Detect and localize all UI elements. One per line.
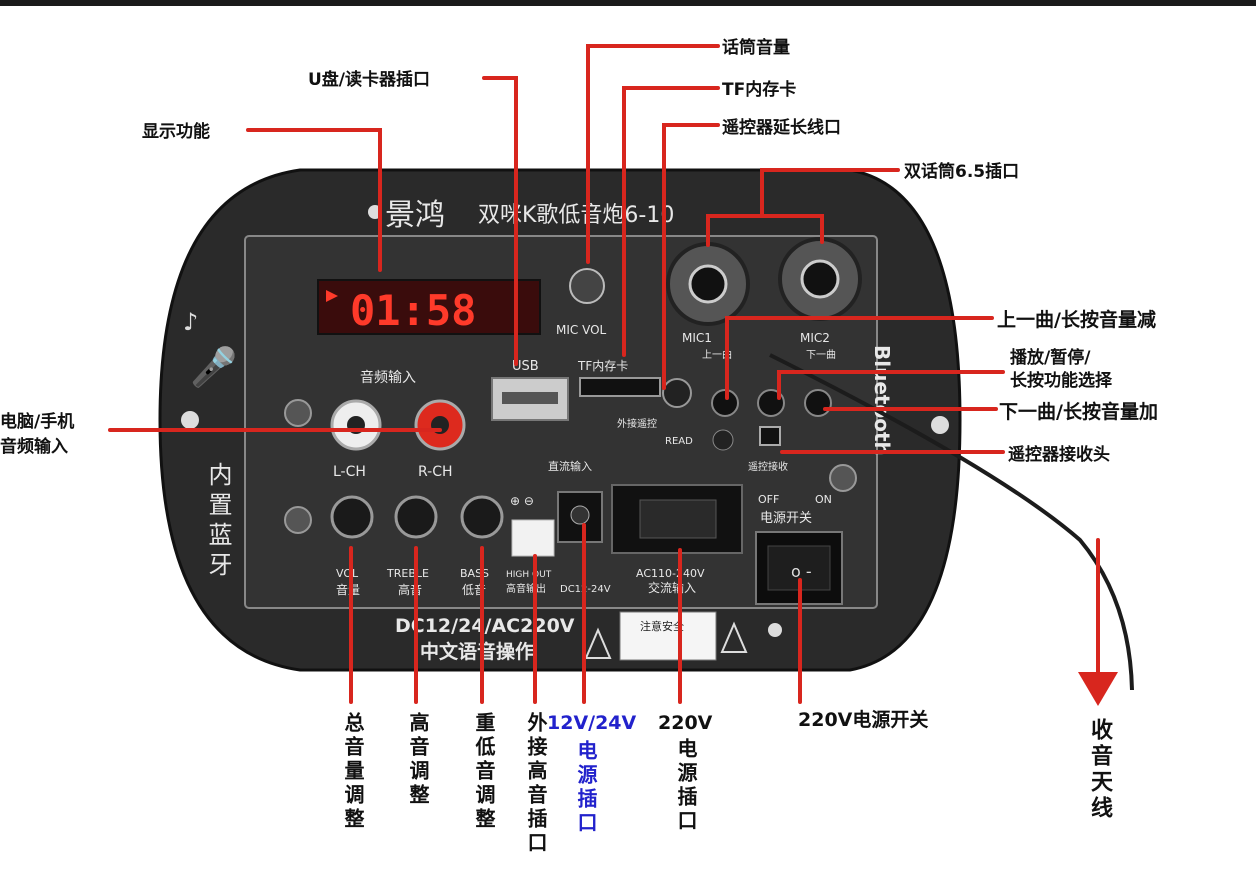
voltage-label: DC12/24/AC220V <box>395 615 575 637</box>
microphone-icon: 🎤 <box>190 344 237 389</box>
rch-label: R-CH <box>418 464 453 480</box>
callout-dual-mic: 双话筒6.5插口 <box>904 162 1020 182</box>
display-readout: 01:58 <box>350 286 476 335</box>
callout-pc-line2: 音频输入 <box>0 437 68 457</box>
prev-cn-label: 上一曲 <box>702 349 732 361</box>
antenna-wire <box>769 353 1134 691</box>
dc-input-label: 直流输入 <box>548 459 592 473</box>
callout-bass-adj: 重低音调整 <box>472 712 496 832</box>
high-out-label: HIGH OUT <box>506 570 552 580</box>
usb-port-inner <box>502 392 558 404</box>
screw-icon <box>284 506 312 534</box>
rocker-marks-icon: o - <box>791 562 812 581</box>
warning-triangle-icon <box>584 627 612 659</box>
callout-display: 显示功能 <box>142 122 210 142</box>
callout-switch: 220V电源开关 <box>798 709 929 731</box>
callout-antenna: 收音天线 <box>1087 718 1112 822</box>
tf-card-slot[interactable] <box>579 377 661 397</box>
builtin-bt-label: 内置蓝牙 <box>204 462 232 582</box>
usb-label: USB <box>512 359 539 374</box>
tf-slot-label: TF内存卡 <box>577 359 628 373</box>
total-volume-knob[interactable] <box>330 495 374 539</box>
mic2-jack-hole-icon <box>800 259 840 299</box>
treble-cn-label: 高音 <box>398 582 422 597</box>
lch-label: L-CH <box>333 464 366 480</box>
callout-treble-adj: 高音调整 <box>406 712 430 808</box>
callout-dc-power-title: 12V/24V <box>547 712 637 734</box>
mic1-label: MIC1 <box>682 331 712 345</box>
vol-label: VOL <box>336 567 359 580</box>
callout-dc-power-sub: 电源插口 <box>574 740 598 836</box>
screw-icon <box>829 464 857 492</box>
callout-lines <box>108 44 1100 704</box>
voice-label: 中文语音操作 <box>420 640 534 663</box>
screw-icon <box>284 399 312 427</box>
audio-input-label: 音频输入 <box>360 369 416 386</box>
dc-socket-pin-icon <box>570 505 590 525</box>
callout-remote-ext: 遥控器延长线口 <box>722 118 841 138</box>
arrow-down-icon <box>1078 672 1118 706</box>
on-label: ON <box>815 493 832 506</box>
bass-label: BASS <box>460 567 489 580</box>
mic-vol-label: MIC VOL <box>556 323 607 337</box>
read-jack[interactable] <box>712 429 734 451</box>
remote-rx-label: 遥控接收 <box>748 460 788 473</box>
callout-remote-rx: 遥控器接收头 <box>1008 445 1110 465</box>
callout-total-vol: 总音量调整 <box>341 712 365 832</box>
read-label: READ <box>665 436 693 447</box>
callout-prev: 上一曲/长按音量减 <box>997 309 1156 331</box>
ac-input-label: 交流输入 <box>648 580 696 595</box>
board-model: 双咪K歌低音炮6-10 <box>478 203 674 228</box>
high-out-cn-label: 高音输出 <box>506 582 546 595</box>
led-display <box>317 279 541 335</box>
warning-triangle-icon <box>720 621 748 653</box>
callout-play-line2: 长按功能选择 <box>1010 371 1112 391</box>
bluetooth-label: Bluetooth <box>870 345 894 456</box>
treble-label: TREBLE <box>386 567 429 580</box>
callout-tf-card: TF内存卡 <box>722 80 797 100</box>
music-note-icon: ♪ <box>183 308 198 336</box>
off-label: OFF <box>758 493 779 506</box>
remote-extension-jack[interactable] <box>662 378 692 408</box>
mount-hole-icon <box>931 416 949 434</box>
caution-label: 注意安全 <box>640 619 684 633</box>
callout-ac-power-head: 220V <box>658 712 713 734</box>
next-track-button[interactable] <box>804 389 832 417</box>
mount-hole-icon <box>768 623 782 637</box>
high-out-connector[interactable] <box>511 519 555 557</box>
callout-mic-volume: 话筒音量 <box>722 38 790 58</box>
bass-knob[interactable] <box>460 495 504 539</box>
ac-range-label: AC110-240V <box>636 567 705 580</box>
callout-pc-line1: 电脑/手机 <box>0 412 75 432</box>
caution-box <box>619 611 717 661</box>
callout-ac-power-tail: 电源插口 <box>674 738 698 834</box>
play-indicator-icon <box>326 290 338 302</box>
power-switch-label: 电源开关 <box>760 511 812 526</box>
remote-receiver <box>759 426 781 446</box>
next-cn-label: 下一曲 <box>806 349 836 361</box>
vol-cn-label: 音量 <box>336 582 360 597</box>
callout-ext-treble: 外接高音插口 <box>524 712 548 856</box>
dc-polarity-icon: ⊕ ⊖ <box>510 494 534 508</box>
mic1-jack-hole-icon <box>688 264 728 304</box>
callout-ac-power: 220V 电源插口 <box>658 712 712 834</box>
ac-power-socket[interactable] <box>611 484 743 554</box>
treble-knob[interactable] <box>394 495 438 539</box>
top-border <box>0 0 1256 6</box>
callout-play-line1: 播放/暂停/ <box>1010 348 1091 368</box>
callout-usb-slot: U盘/读卡器插口 <box>308 70 431 90</box>
ext-remote-label: 外接遥控 <box>617 417 657 430</box>
callout-next: 下一曲/长按音量加 <box>999 401 1158 423</box>
board-brand: 景鸿 <box>385 198 445 233</box>
mic-volume-knob[interactable] <box>569 268 605 304</box>
ac-socket-inner <box>639 499 717 539</box>
mount-hole-icon <box>181 411 199 429</box>
mic2-label: MIC2 <box>800 331 830 345</box>
